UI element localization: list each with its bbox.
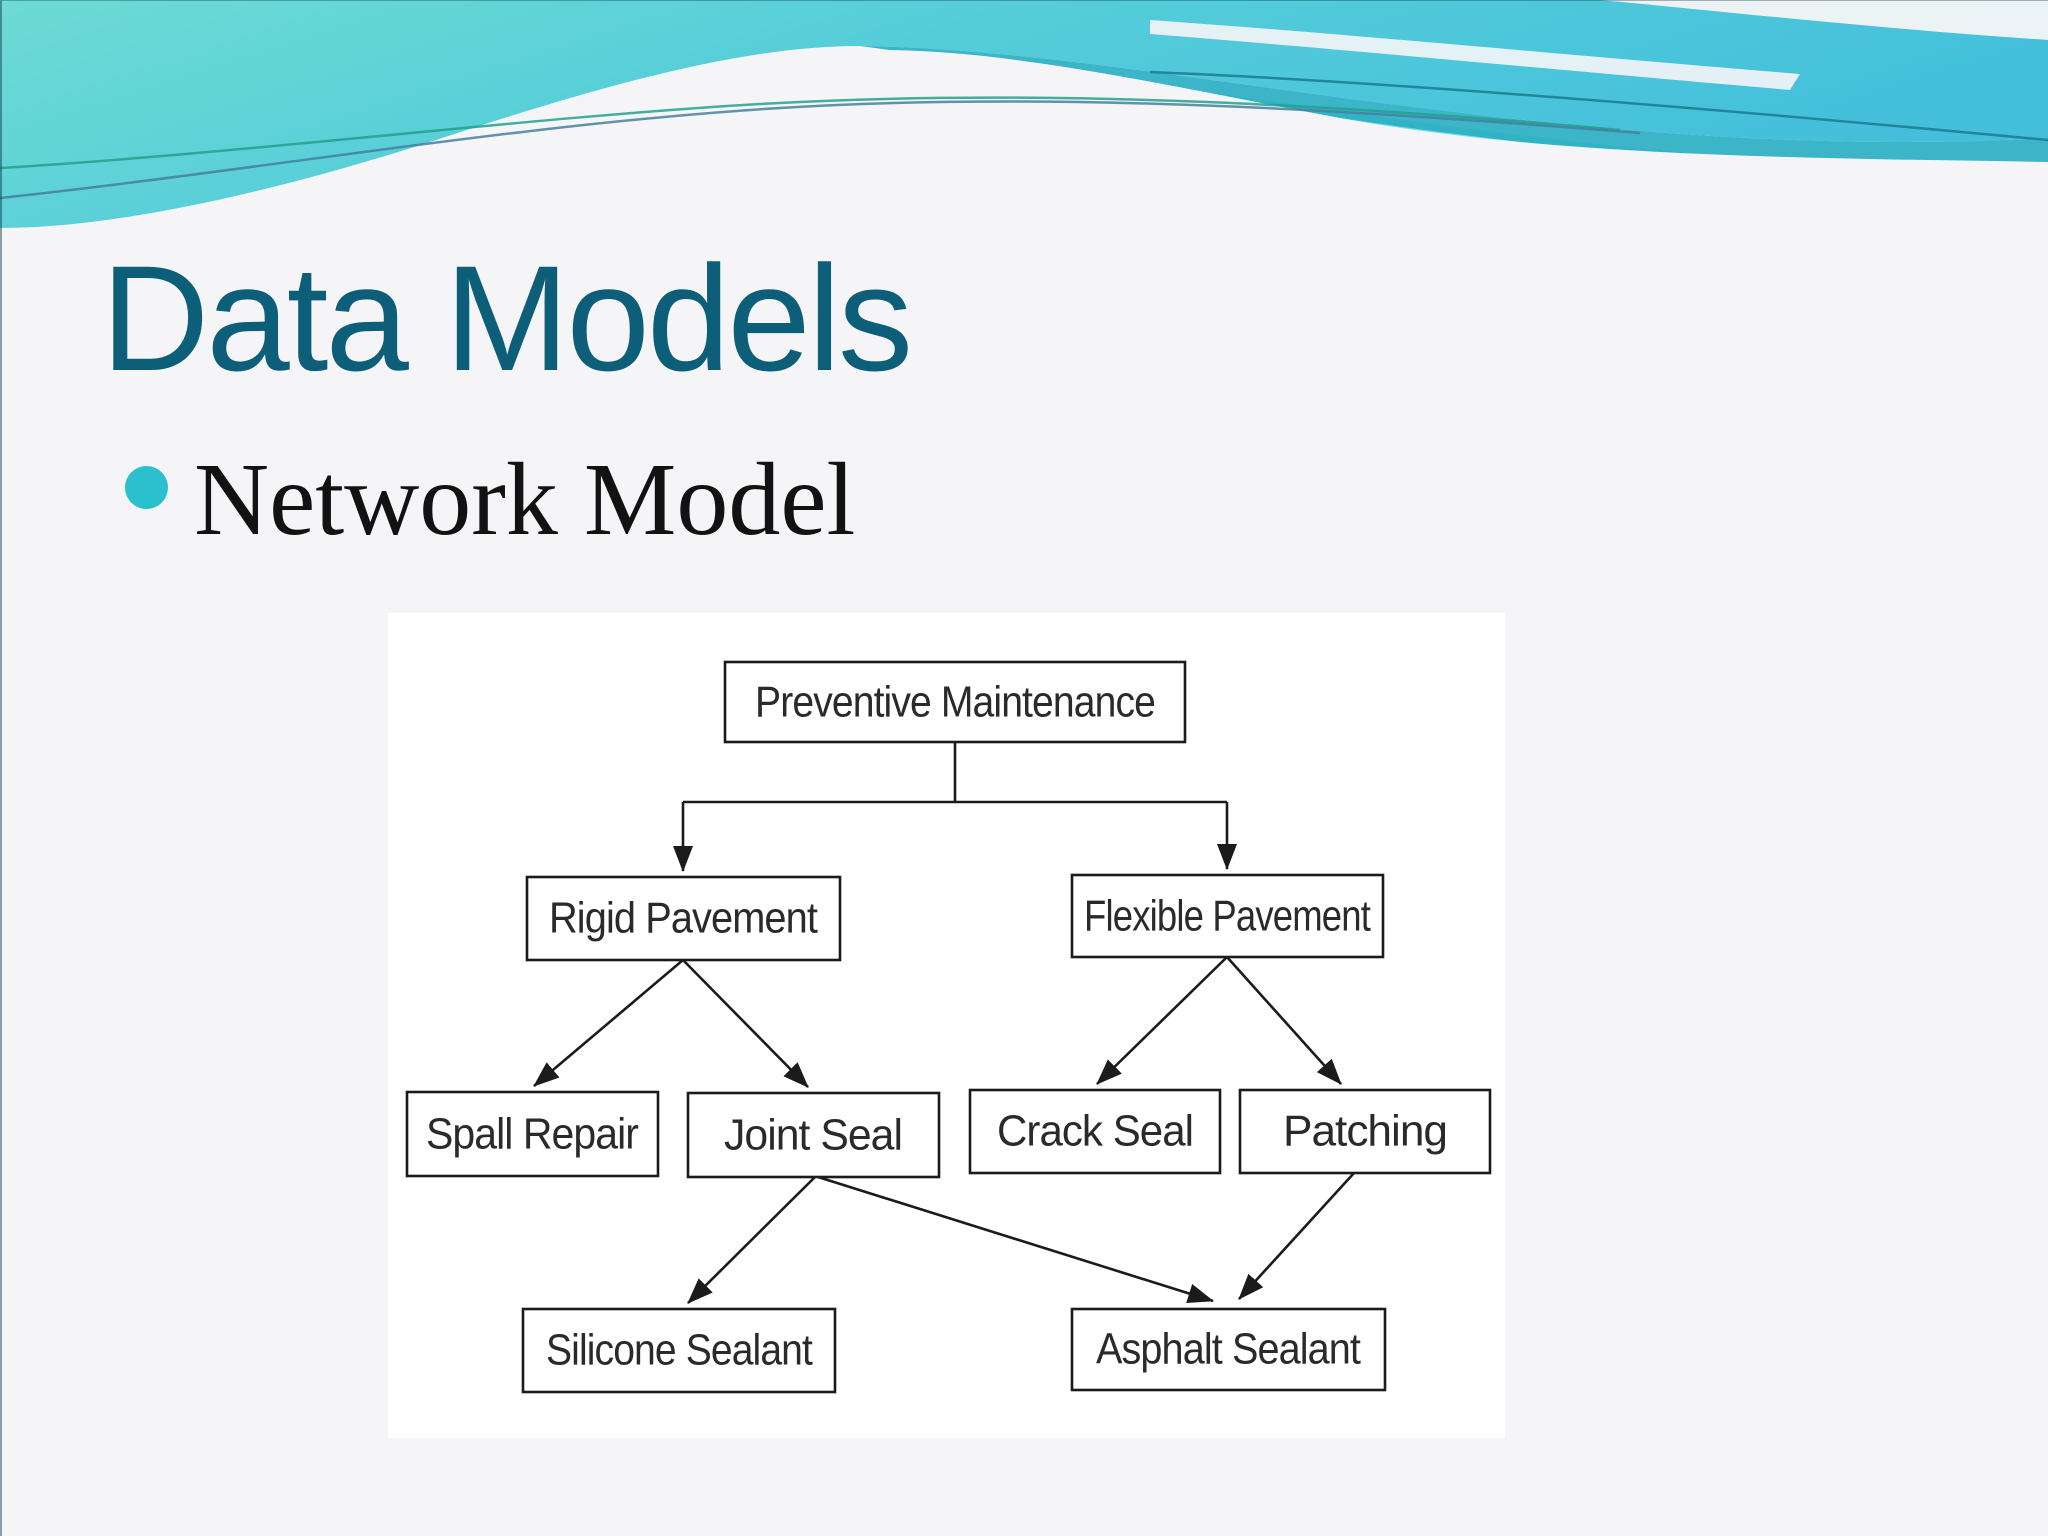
node-label-joint: Joint Seal	[724, 1111, 902, 1160]
node-silicone-sealant: Silicone Sealant	[521, 1307, 837, 1394]
wave-banner-decoration	[0, 0, 2048, 520]
node-rigid-pavement: Rigid Pavement	[525, 875, 842, 962]
wave-dome	[0, 50, 2048, 520]
node-label-spall: Spall Repair	[426, 1110, 638, 1159]
node-label-rigid: Rigid Pavement	[549, 894, 818, 943]
diagram-svg: Preventive Maintenance Rigid Pavement Fl…	[405, 660, 1492, 1394]
node-label-flexible: Flexible Pavement	[1084, 892, 1371, 941]
wave-thin-line-blue	[0, 100, 1641, 200]
node-label-silicone: Silicone Sealant	[546, 1326, 813, 1375]
wave-thin-line-green	[0, 96, 1621, 170]
edge-flexible-crack	[1096, 956, 1228, 1085]
wave-accent-line-dark	[1149, 70, 2048, 142]
bullet-item-label: Network Model	[194, 442, 856, 557]
bullet-item: Network Model	[125, 448, 855, 552]
node-label-patching: Patching	[1283, 1107, 1447, 1156]
wave-gap-stripe	[1150, 20, 1800, 90]
edge-joint-asphalt	[817, 1175, 1214, 1304]
node-label-crack: Crack Seal	[997, 1107, 1193, 1156]
node-label-asphalt: Asphalt Sealant	[1096, 1325, 1361, 1374]
node-joint-seal: Joint Seal	[686, 1091, 941, 1179]
bullet-dot-icon	[125, 466, 168, 509]
network-model-diagram: Preventive Maintenance Rigid Pavement Fl…	[388, 613, 1505, 1438]
diagram-edges	[533, 742, 1355, 1304]
edge-rigid-joint	[682, 959, 809, 1088]
edge-patching-asphalt	[1238, 1172, 1355, 1300]
node-preventive-maintenance: Preventive Maintenance	[723, 660, 1187, 744]
node-label-preventive: Preventive Maintenance	[755, 678, 1155, 727]
edge-flexible-patching	[1226, 956, 1342, 1085]
node-asphalt-sealant: Asphalt Sealant	[1070, 1307, 1387, 1392]
node-crack-seal: Crack Seal	[968, 1088, 1222, 1175]
slide-title: Data Models	[101, 234, 913, 402]
edge-rigid-spall	[533, 959, 684, 1087]
edge-joint-silicone	[687, 1176, 816, 1304]
node-spall-repair: Spall Repair	[405, 1090, 660, 1178]
node-flexible-pavement: Flexible Pavement	[1070, 873, 1385, 959]
wave-dark-band	[860, 46, 2048, 168]
wave-gap-wedge	[1600, 0, 2048, 40]
node-patching: Patching	[1238, 1088, 1492, 1175]
diagram-nodes: Preventive Maintenance Rigid Pavement Fl…	[405, 660, 1492, 1394]
